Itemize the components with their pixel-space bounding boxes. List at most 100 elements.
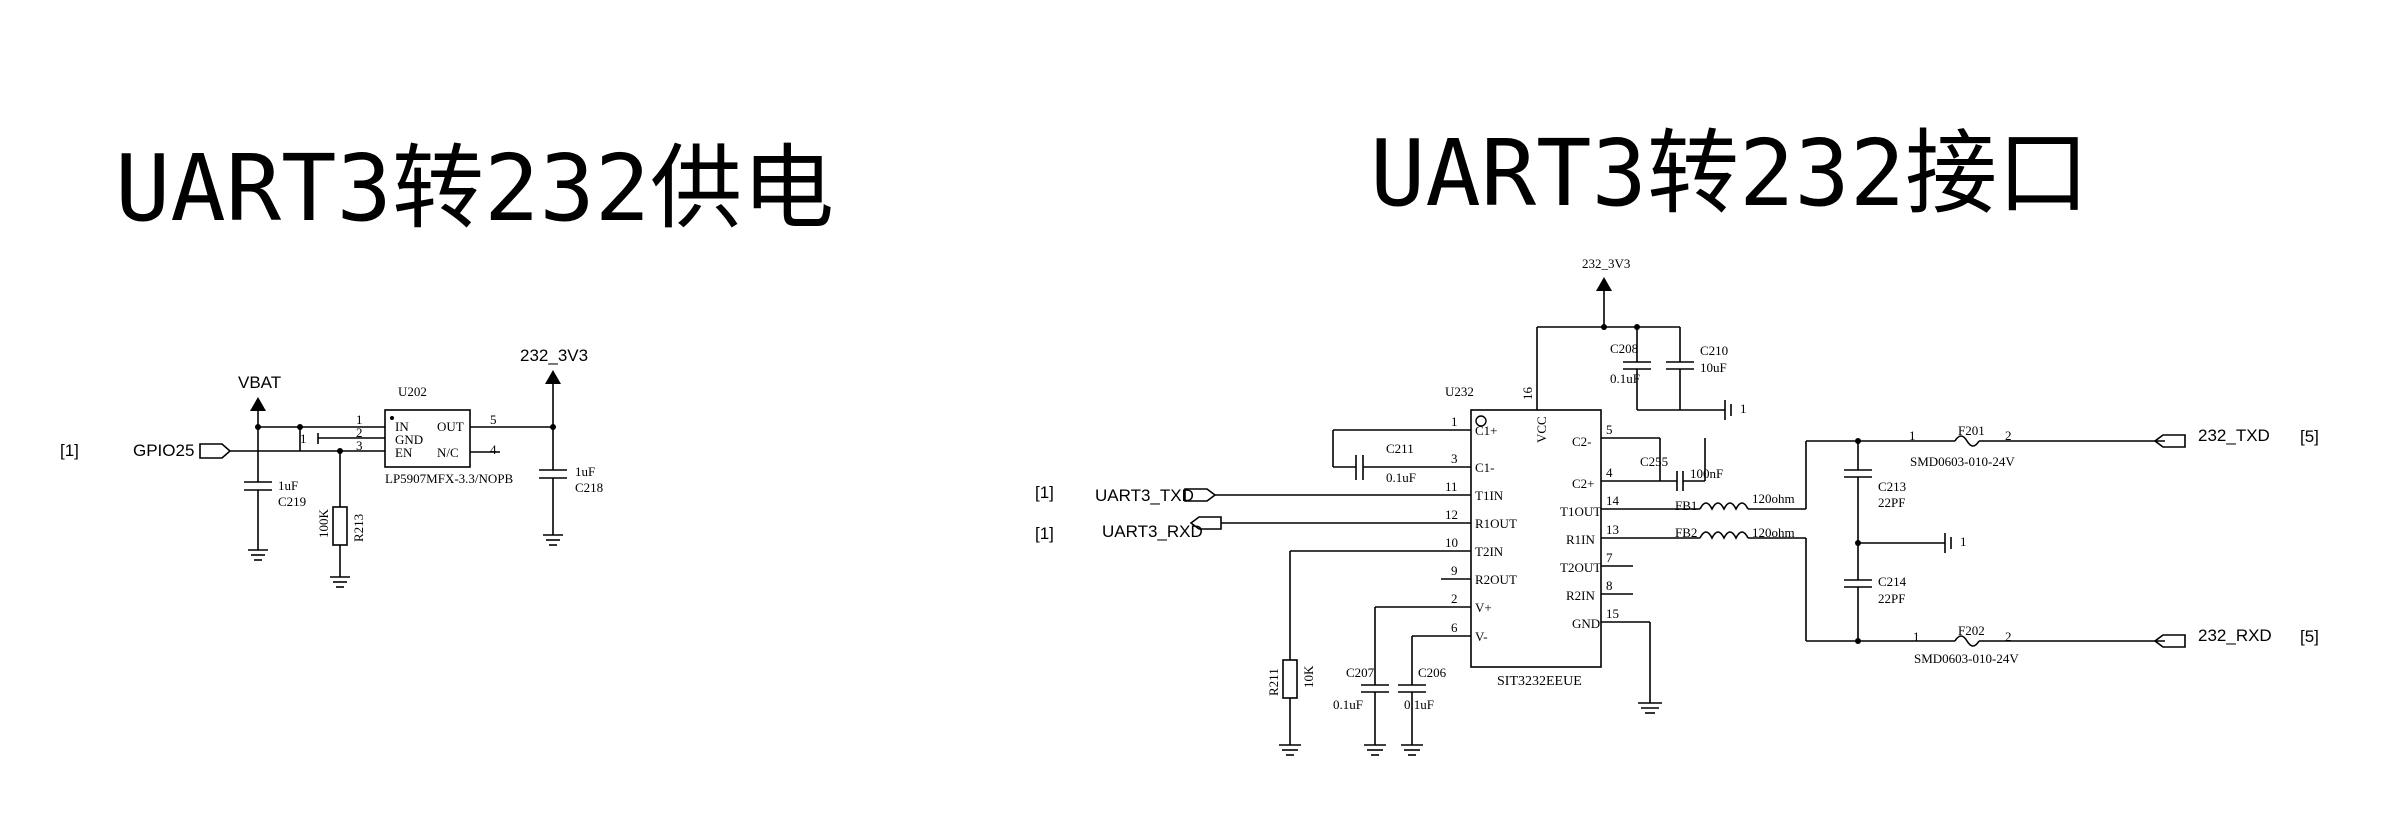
gpio25-net: [1] GPIO25 <box>60 441 258 460</box>
c214-ref: C214 <box>1878 574 1907 589</box>
power-rail-232-3v3: 232_3V3 <box>520 346 588 470</box>
c210-capacitor: C210 10uF <box>1666 327 1728 410</box>
u232-pin10-name: T2IN <box>1475 544 1504 559</box>
u232-pin8-name: R2IN <box>1566 588 1596 603</box>
gpio25-label: GPIO25 <box>133 441 194 460</box>
rs232-txd-net: 232_TXD [5] <box>2153 426 2319 448</box>
interface-gnd-mark-top: 1 <box>1740 401 1747 416</box>
u232-pin13-name: R1IN <box>1566 532 1596 547</box>
r211-value: 10K <box>1301 665 1316 688</box>
power-rail-label: 232_3V3 <box>520 346 588 365</box>
u232-pin11-name: T1IN <box>1475 488 1504 503</box>
c218-value: 1uF <box>575 464 595 479</box>
rs232-rxd-net: 232_RXD [5] <box>2153 626 2319 648</box>
u232-pin12-name: R1OUT <box>1475 516 1517 531</box>
c210-value: 10uF <box>1700 360 1727 375</box>
r213-value: 100K <box>316 509 331 539</box>
rs232-rxd-sheet-ref: [5] <box>2300 627 2319 646</box>
u232-pin12-num: 12 <box>1445 507 1458 522</box>
interface-gnd-mark-filter: 1 <box>1960 534 1967 549</box>
f202-pin2: 2 <box>2005 629 2012 644</box>
c207-value: 0.1uF <box>1333 697 1363 712</box>
f201-pin2: 2 <box>2005 428 2012 443</box>
uart3-txd-net: [1] UART3_TXD <box>1035 483 1441 505</box>
c219-ref: C219 <box>278 494 306 509</box>
c255-capacitor: C255 100nF <box>1633 437 1723 491</box>
c208-capacitor: C208 0.1uF <box>1610 327 1651 410</box>
u232-pin1-num: 1 <box>1451 414 1458 429</box>
c206-ref: C206 <box>1418 665 1447 680</box>
f202-part: SMD0603-010-24V <box>1914 651 2019 666</box>
f202-fuse: 1 F202 2 SMD0603-010-24V <box>1890 623 2165 666</box>
gpio-sheet-ref: [1] <box>60 441 79 460</box>
u232-pin3-num: 3 <box>1451 451 1458 466</box>
f201-part: SMD0603-010-24V <box>1910 454 2015 469</box>
fb1-ref: FB1 <box>1675 498 1697 513</box>
c211-capacitor: C211 0.1uF <box>1332 429 1441 485</box>
c207-ref: C207 <box>1346 665 1375 680</box>
power-nc-mark: 1 <box>300 431 307 446</box>
interface-section-title: UART3转232接口 <box>1370 120 2089 227</box>
u202-pin-out: OUT <box>437 419 464 434</box>
u202-pin-gnd: GND <box>395 432 423 447</box>
c214-capacitor: C214 22PF <box>1844 574 1907 606</box>
u232-pin7-num: 7 <box>1606 550 1613 565</box>
u232-pin15-num: 15 <box>1606 606 1619 621</box>
u232-pin1-name: C1+ <box>1475 423 1498 438</box>
u232-pin15-name: GND <box>1572 616 1600 631</box>
f202-pin1: 1 <box>1913 629 1920 644</box>
u232-transceiver: U232 VCC SIT3232EEUE 1 C1+ 3 C1- 11 T1IN… <box>1441 384 1650 689</box>
u232-pin11-num: 11 <box>1445 479 1458 494</box>
fb1-value: 120ohm <box>1752 491 1795 506</box>
u232-pin9-name: R2OUT <box>1475 572 1517 587</box>
f202-ref: F202 <box>1958 623 1985 638</box>
uart3-rxd-net: [1] UART3_RXD <box>1035 516 1441 543</box>
u232-part: SIT3232EEUE <box>1497 674 1582 689</box>
u202-pin1-num: 1 <box>356 412 363 427</box>
u202-ref: U202 <box>398 384 427 399</box>
uart-rxd-sheet-ref: [1] <box>1035 524 1054 543</box>
u232-pin6-name: V- <box>1475 629 1488 644</box>
u232-ref: U232 <box>1445 384 1474 399</box>
c219-value: 1uF <box>278 478 298 493</box>
fb1-ferrite-bead: FB1 120ohm <box>1633 491 1806 513</box>
u202-pin2-num: 2 <box>356 425 363 440</box>
u232-pin14-num: 14 <box>1606 493 1620 508</box>
u232-pin14-name: T1OUT <box>1560 504 1601 519</box>
uart3-txd-label: UART3_TXD <box>1095 486 1194 505</box>
u202-pin-nc: N/C <box>437 445 459 460</box>
interface-circuit: 232_3V3 1 6 C208 0.1uF C210 10uF <box>1035 256 2319 756</box>
f201-fuse: 1 F201 2 SMD0603-010-24V <box>1890 423 2165 469</box>
u232-pin10-num: 10 <box>1445 535 1458 550</box>
f201-ref: F201 <box>1958 423 1985 438</box>
c211-ref: C211 <box>1386 441 1414 456</box>
rs232-txd-label: 232_TXD <box>2198 426 2270 445</box>
r213-resistor: 100K R213 <box>316 448 366 588</box>
c208-value: 0.1uF <box>1610 371 1640 386</box>
uart3-rxd-label: UART3_RXD <box>1102 522 1203 541</box>
c207-capacitor: C207 0.1uF <box>1333 606 1441 756</box>
c210-ref: C210 <box>1700 343 1728 358</box>
r211-resistor: R211 10K <box>1266 550 1441 756</box>
u202-regulator: U202 IN GND EN OUT N/C 1 2 3 5 4 LP5907M… <box>356 384 514 486</box>
c213-ref: C213 <box>1878 479 1906 494</box>
u232-pin8-num: 8 <box>1606 578 1613 593</box>
vbat-label: VBAT <box>238 373 281 392</box>
u202-pin-en: EN <box>395 445 413 460</box>
u232-pin6-num: 6 <box>1451 620 1458 635</box>
c218-ref: C218 <box>575 480 603 495</box>
power-section-title: UART3转232供电 <box>115 135 834 242</box>
u202-pin-in: IN <box>395 419 409 434</box>
r211-ref: R211 <box>1266 668 1281 696</box>
interface-rail-label: 232_3V3 <box>1582 256 1630 271</box>
c211-value: 0.1uF <box>1386 470 1416 485</box>
fb2-ferrite-bead: FB2 120ohm <box>1633 525 1806 540</box>
u232-pin2-num: 2 <box>1451 591 1458 606</box>
c206-value: 0.1uF <box>1404 697 1434 712</box>
rs232-rxd-label: 232_RXD <box>2198 626 2272 645</box>
u232-pin5-num: 5 <box>1606 422 1613 437</box>
c255-value: 100nF <box>1690 466 1723 481</box>
c213-value: 22PF <box>1878 495 1905 510</box>
u202-pin3-num: 3 <box>356 438 363 453</box>
